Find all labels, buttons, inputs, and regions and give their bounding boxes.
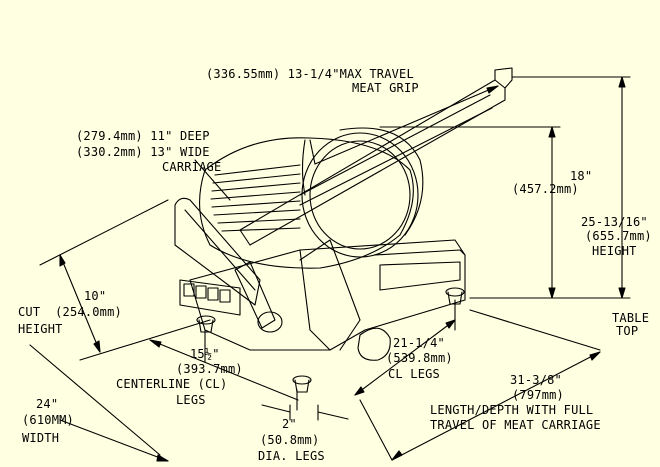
centerline-label: CENTERLINE (CL) xyxy=(116,377,228,391)
leg-diameter-inches: 2" xyxy=(282,417,297,431)
carriage-depth-label: (279.4mm) 11" DEEP xyxy=(76,129,210,143)
display-digit xyxy=(183,283,195,297)
depth-label-line1: LENGTH/DEPTH WITH FULL xyxy=(430,403,594,417)
table-top-label-line2: TOP xyxy=(616,324,639,338)
width-inches: 24" xyxy=(36,397,59,411)
max-travel-label-line1: (336.55mm) 13-1/4"MAX TRAVEL xyxy=(206,67,414,81)
cl-legs-mm: (539.8mm) xyxy=(386,351,453,365)
depth-mm: (797mm) xyxy=(512,388,564,402)
table-top-label: TABLE xyxy=(612,311,650,325)
centerline-inches: 15½" xyxy=(190,347,220,361)
height-18-label: 18" xyxy=(570,169,593,183)
cl-legs-label: CL LEGS xyxy=(388,367,440,381)
dimension-lines xyxy=(29,76,631,462)
carriage-label: CARRIAGE xyxy=(162,160,222,174)
leg-diameter-label: DIA. LEGS xyxy=(258,449,325,463)
overall-height-title: HEIGHT xyxy=(592,244,637,258)
max-travel-label-line2: MEAT GRIP xyxy=(352,81,419,95)
cut-height-label: CUT (254.0mm) xyxy=(18,305,122,319)
cut-height-inches: 10" xyxy=(84,289,107,303)
leg-diameter-mm: (50.8mm) xyxy=(260,433,320,447)
depth-label-line2: TRAVEL OF MEAT CARRIAGE xyxy=(430,418,601,432)
carriage-width-label: (330.2mm) 13" WIDE xyxy=(76,145,210,159)
overall-height-label: 25-13/16" xyxy=(581,215,648,229)
slicer-body xyxy=(174,67,513,393)
overall-height-mm-label: (655.7mm) xyxy=(585,229,652,243)
centerline-legs-label: LEGS xyxy=(176,393,206,407)
depth-inches: 31-3/8" xyxy=(510,373,562,387)
cl-legs-inches: 21-1/4" xyxy=(393,336,445,350)
width-label: WIDTH xyxy=(22,431,60,445)
centerline-mm: (393.7mm) xyxy=(176,362,243,376)
cut-height-label-line2: HEIGHT xyxy=(18,322,63,336)
height-18-mm-label: (457.2mm) xyxy=(512,182,579,196)
width-mm: (610MM) xyxy=(22,413,74,427)
